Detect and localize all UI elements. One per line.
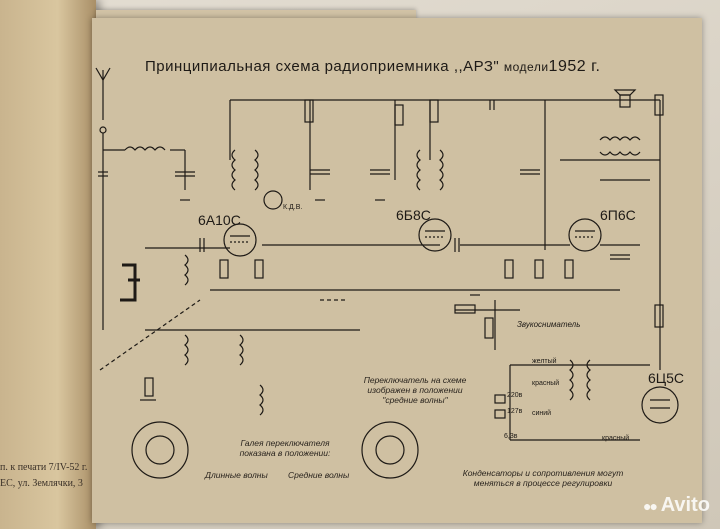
switch-note: Переключатель на схеме изображен в полож… [363, 375, 467, 405]
antenna-symbol [95, 67, 111, 134]
switch-link [99, 299, 201, 371]
power-transformer [494, 364, 650, 441]
band-medium-label: Средние волны [288, 470, 350, 480]
gallery-note: Галея переключателя показана в положении… [239, 438, 331, 458]
imprint-line-1: п. к печати 7/IV-52 г. [0, 462, 88, 473]
tube-label-3: 6П6С [600, 207, 636, 223]
wire-red: красный [532, 380, 560, 387]
imprint-line-2: ЕС, ул. Землячки, 3 [0, 478, 83, 489]
band-switch-mechanism [120, 263, 140, 302]
loudspeaker-symbol [613, 89, 637, 108]
rotary-switch-2 [361, 421, 419, 479]
avito-watermark: ●● Avito [642, 494, 710, 516]
pickup-label: Звукосниматель [517, 320, 581, 329]
footer-note: Конденсаторы и сопротивления могут менят… [462, 468, 624, 488]
capacitors [98, 100, 630, 260]
tube-6p6s-symbol [568, 218, 602, 252]
title-year: 1952 г. [548, 58, 601, 75]
wire-red-2: красный [602, 435, 630, 442]
left-book-page: п. к печати 7/IV-52 г. ЕС, ул. Землячки,… [0, 0, 96, 529]
tube-6c5s-symbol [641, 386, 679, 424]
wire-yellow: желтый [532, 358, 557, 365]
kdv-label: К.Д.В. [283, 204, 303, 211]
title-suffix: модели [503, 60, 549, 74]
voltage-127: 127в [507, 408, 523, 415]
ground-symbols [140, 199, 480, 401]
inductor-coils [124, 136, 641, 416]
voltage-220: 220в [507, 392, 523, 399]
title-name: ,,АРЗ" [453, 58, 500, 75]
wiring [102, 99, 661, 370]
schematic-title: Принципиальная схема радиоприемника ,,АР… [145, 58, 600, 76]
tube-label-2: 6Б8С [396, 207, 431, 223]
wire-blue: синий [532, 410, 552, 417]
rotary-switch-1 [131, 421, 189, 479]
title-main: Принципиальная схема радиоприемника [145, 58, 450, 75]
schematic-sheet [92, 18, 702, 523]
kdv-indicator [263, 190, 283, 210]
resistors [144, 94, 664, 397]
tube-6b8s-symbol [418, 218, 452, 252]
tube-label-4: 6Ц5С [648, 370, 685, 386]
tube-6a10s-symbol [223, 223, 257, 257]
band-long-label: Длинные волны [205, 470, 268, 480]
tube-label-1: 6А10С [198, 212, 241, 228]
voltage-63: 6,3в [504, 433, 518, 440]
